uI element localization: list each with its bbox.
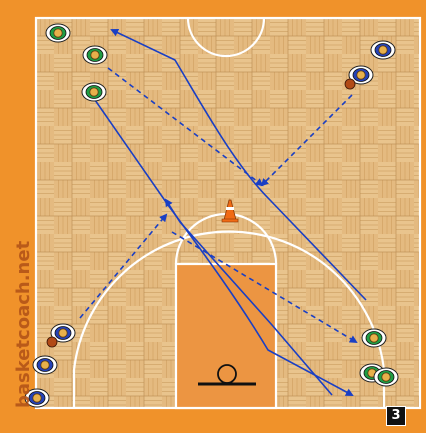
player-head xyxy=(54,29,62,37)
watermark-text: basketcoach.net xyxy=(13,240,34,408)
player-head xyxy=(41,361,49,369)
player-icon xyxy=(362,329,386,347)
player-icon xyxy=(374,368,398,386)
player-icon xyxy=(83,46,107,64)
player-head xyxy=(59,329,67,337)
player-head xyxy=(357,71,365,79)
player-icon xyxy=(46,24,70,42)
frame-number-badge: 3 xyxy=(386,406,406,426)
player-icon xyxy=(33,356,57,374)
player-icon xyxy=(371,41,395,59)
player-icon xyxy=(82,83,106,101)
ball-icon xyxy=(345,79,355,89)
player-head xyxy=(382,373,390,381)
ball-icon xyxy=(47,337,57,347)
player-head xyxy=(379,46,387,54)
player-head xyxy=(90,88,98,96)
player-head xyxy=(33,394,41,402)
player-head xyxy=(370,334,378,342)
player-head xyxy=(91,51,99,59)
